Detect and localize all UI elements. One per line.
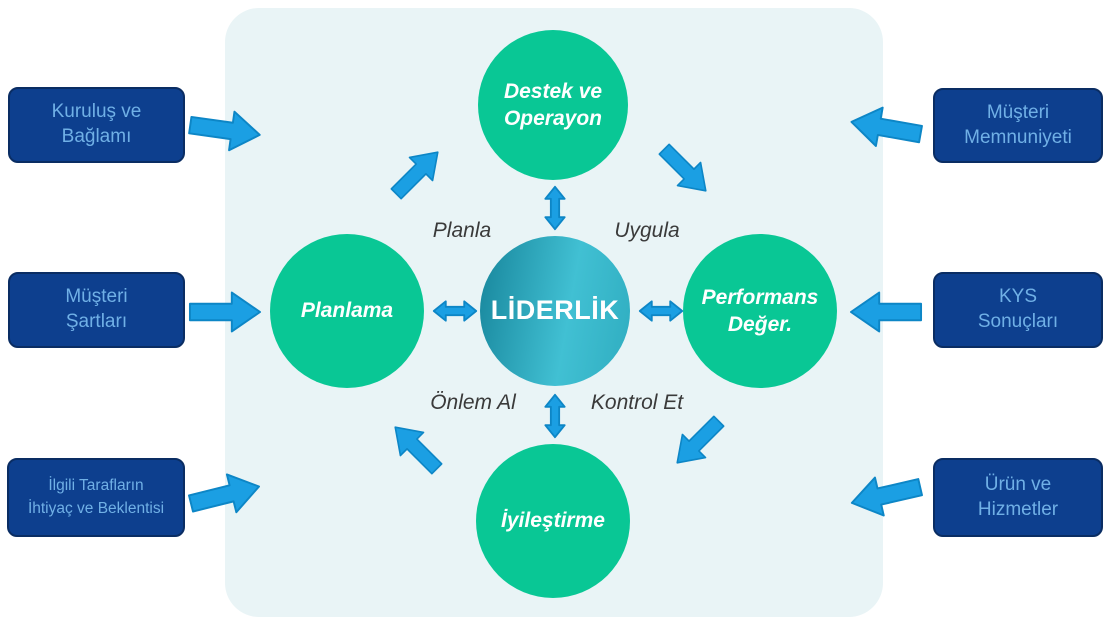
cycle-arrow-planla xyxy=(381,137,453,209)
left-arrow-icon xyxy=(850,476,923,517)
input-box-musteri-sartlari: Müşteri Şartları xyxy=(8,272,185,348)
left-arrow-icon xyxy=(849,291,923,333)
left-arrow-icon xyxy=(850,106,923,147)
input-box-kurulus-ve-baglami: Kuruluş ve Bağlamı xyxy=(8,87,185,163)
output-box-label: Ürün ve Hizmetler xyxy=(977,473,1059,520)
right-arrow-icon xyxy=(188,291,262,333)
output-arrow-kys-sonuclari xyxy=(849,289,923,335)
double-vertical-arrow-icon xyxy=(544,185,566,231)
up-right-arrow-icon xyxy=(390,151,439,200)
cycle-arrow-onlem-al xyxy=(380,412,452,484)
circle-label: Planlama xyxy=(300,299,394,323)
double-horizontal-arrow-icon xyxy=(432,300,478,322)
input-arrow-ilgili-taraflar xyxy=(184,464,267,527)
link-arrow-center-bottom xyxy=(543,392,567,440)
cycle-arrow-kontrol-et xyxy=(662,406,734,478)
circle-planlama: Planlama xyxy=(270,234,424,388)
cycle-arrow-uygula xyxy=(649,134,721,206)
circle-label: İyileştirme xyxy=(501,509,605,533)
output-box-label: Müşteri Memnuniyeti xyxy=(964,101,1072,148)
circle-liderlik: LİDERLİK xyxy=(480,236,630,386)
phase-label-uygula: Uygula xyxy=(614,219,680,242)
input-box-label: Müşteri Şartları xyxy=(65,286,128,332)
input-box-ilgili-taraflarin-ihtiyac-ve-beklentisi: İlgili Tarafların İhtiyaç ve Beklentisi xyxy=(7,458,185,537)
down-left-arrow-icon xyxy=(676,415,725,464)
input-arrow-kurulus xyxy=(185,102,265,158)
up-left-arrow-icon xyxy=(394,426,443,475)
double-vertical-arrow-icon xyxy=(544,393,566,439)
down-right-arrow-icon xyxy=(658,143,707,192)
link-arrow-center-top xyxy=(543,184,567,232)
link-arrow-center-right xyxy=(637,299,685,323)
link-arrow-center-left xyxy=(431,299,479,323)
output-arrow-urun-hizmetler xyxy=(845,464,927,525)
circle-label: Performans Değer. xyxy=(701,285,819,336)
input-box-label: İlgili Tarafların İhtiyaç ve Beklentisi xyxy=(27,477,165,517)
double-horizontal-arrow-icon xyxy=(638,300,684,322)
right-arrow-icon xyxy=(188,473,260,514)
input-arrow-musteri-sartlari xyxy=(188,289,262,335)
circle-label: Destek ve Operayon xyxy=(503,79,603,130)
output-arrow-musteri-memnuniyeti xyxy=(846,99,927,157)
input-box-label: Kuruluş ve Bağlamı xyxy=(51,101,142,147)
output-box-urun-ve-hizmetler: Ürün ve Hizmetler xyxy=(933,458,1103,537)
output-box-label: KYS Sonuçları xyxy=(977,286,1059,332)
phase-label-planla: Planla xyxy=(432,219,492,242)
output-box-musteri-memnuniyeti: Müşteri Memnuniyeti xyxy=(933,88,1103,163)
phase-label-kontrol-et: Kontrol Et xyxy=(590,391,684,414)
circle-performans-deger: Performans Değer. xyxy=(683,234,837,388)
output-box-kys-sonuclari: KYS Sonuçları xyxy=(933,272,1103,348)
center-circle-label: LİDERLİK xyxy=(490,295,620,326)
right-arrow-icon xyxy=(188,110,261,152)
circle-destek-ve-operayon: Destek ve Operayon xyxy=(478,30,628,180)
phase-label-onlem-al: Önlem Al xyxy=(430,391,516,414)
circle-iyilestirme: İyileştirme xyxy=(476,444,630,598)
